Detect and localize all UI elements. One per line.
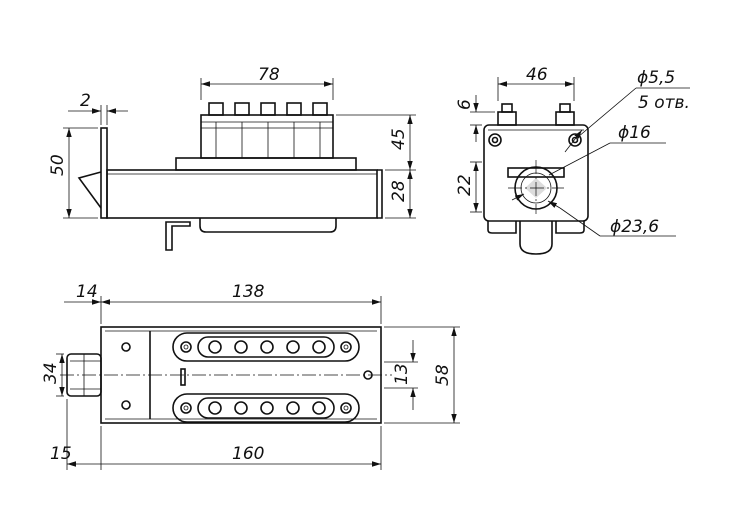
side-view: 78 2 50 45 28	[48, 65, 416, 251]
base-plate	[175, 157, 357, 171]
label-hole-count: 5 отв.	[638, 93, 690, 113]
label-bore-diameter: ϕ16	[618, 123, 651, 143]
label-hole-diameter: ϕ5,5	[637, 68, 675, 88]
dim-2: 2	[80, 91, 91, 111]
dim-78: 78	[258, 65, 280, 85]
end-cylinder	[519, 221, 553, 255]
plan-view: 14 138 34 15 160 13 58	[41, 282, 460, 470]
dim-58: 58	[433, 364, 453, 386]
front-plate	[100, 127, 108, 219]
dim-46: 46	[526, 65, 548, 85]
main-body	[106, 169, 378, 219]
label-cylinder-diameter: ϕ23,6	[610, 217, 659, 237]
dim-22: 22	[455, 174, 475, 196]
dim-15: 15	[50, 444, 72, 464]
dim-14: 14	[76, 282, 98, 302]
boss-left	[497, 111, 517, 126]
lower-cylinder	[199, 218, 337, 233]
dim-50: 50	[48, 154, 68, 176]
dim-34: 34	[41, 362, 61, 384]
boss-right	[555, 111, 575, 126]
end-view: 46 6 22 ϕ5,5 5 отв. ϕ16 ϕ23,6	[455, 65, 690, 255]
button-row-bottom	[172, 393, 360, 423]
dim-138: 138	[232, 282, 265, 302]
end-plate	[483, 124, 589, 222]
button-row-top	[172, 332, 360, 362]
side-knob	[77, 171, 102, 209]
side-buttons	[208, 102, 328, 158]
button-block	[200, 114, 334, 159]
dim-160: 160	[232, 444, 264, 464]
dim-45: 45	[389, 128, 409, 150]
dim-13: 13	[392, 363, 412, 385]
dim-28: 28	[389, 180, 409, 202]
lever	[165, 221, 191, 251]
dim-6: 6	[455, 99, 475, 110]
